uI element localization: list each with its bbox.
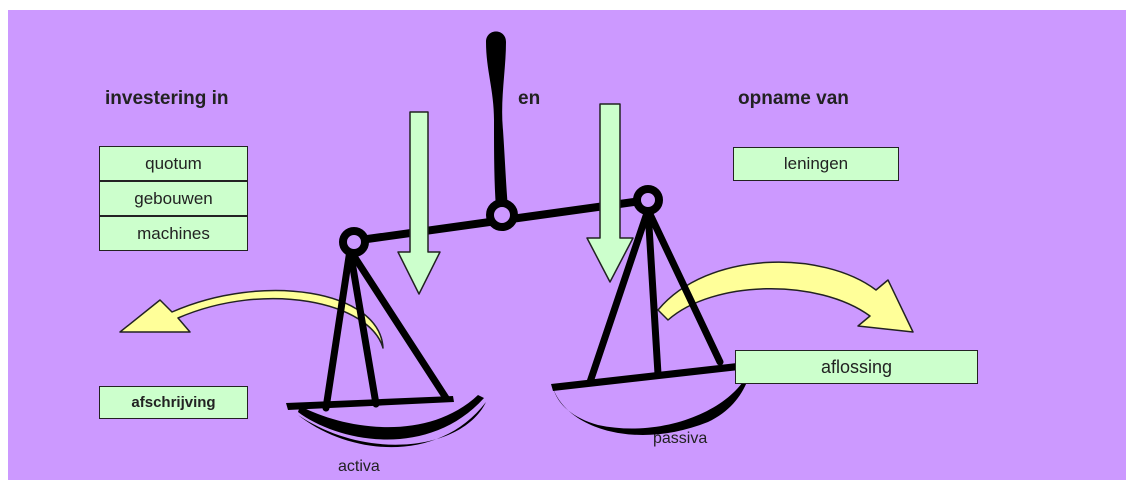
box-aflossing: aflossing: [735, 350, 978, 384]
box-afschrijving: afschrijving: [99, 386, 248, 419]
right-curved-arrow: [657, 261, 914, 333]
caption-passiva: passiva: [653, 430, 708, 447]
heading-loan-intake: opname van: [738, 88, 849, 109]
right-down-arrow: [586, 103, 634, 283]
left-pan: [286, 395, 486, 448]
scale-handle: [486, 31, 508, 208]
balance-scale-diagram: [119, 31, 914, 448]
left-pan-strings: [322, 246, 450, 412]
heading-investment: investering in: [105, 88, 229, 109]
right-hook: [633, 185, 663, 215]
box-gebouwen: gebouwen: [99, 181, 248, 216]
heading-and: en: [518, 88, 541, 109]
box-machines: machines: [99, 216, 248, 251]
diagram-panel: investering in en opname van quotum gebo…: [8, 10, 1126, 480]
box-quotum: quotum: [99, 146, 248, 181]
right-pan: [551, 362, 752, 435]
right-pan-strings: [586, 206, 724, 386]
scale-pivot: [486, 199, 518, 231]
left-hook: [339, 227, 369, 257]
left-down-arrow: [397, 111, 441, 295]
box-leningen: leningen: [733, 147, 899, 181]
caption-activa: activa: [338, 458, 380, 475]
